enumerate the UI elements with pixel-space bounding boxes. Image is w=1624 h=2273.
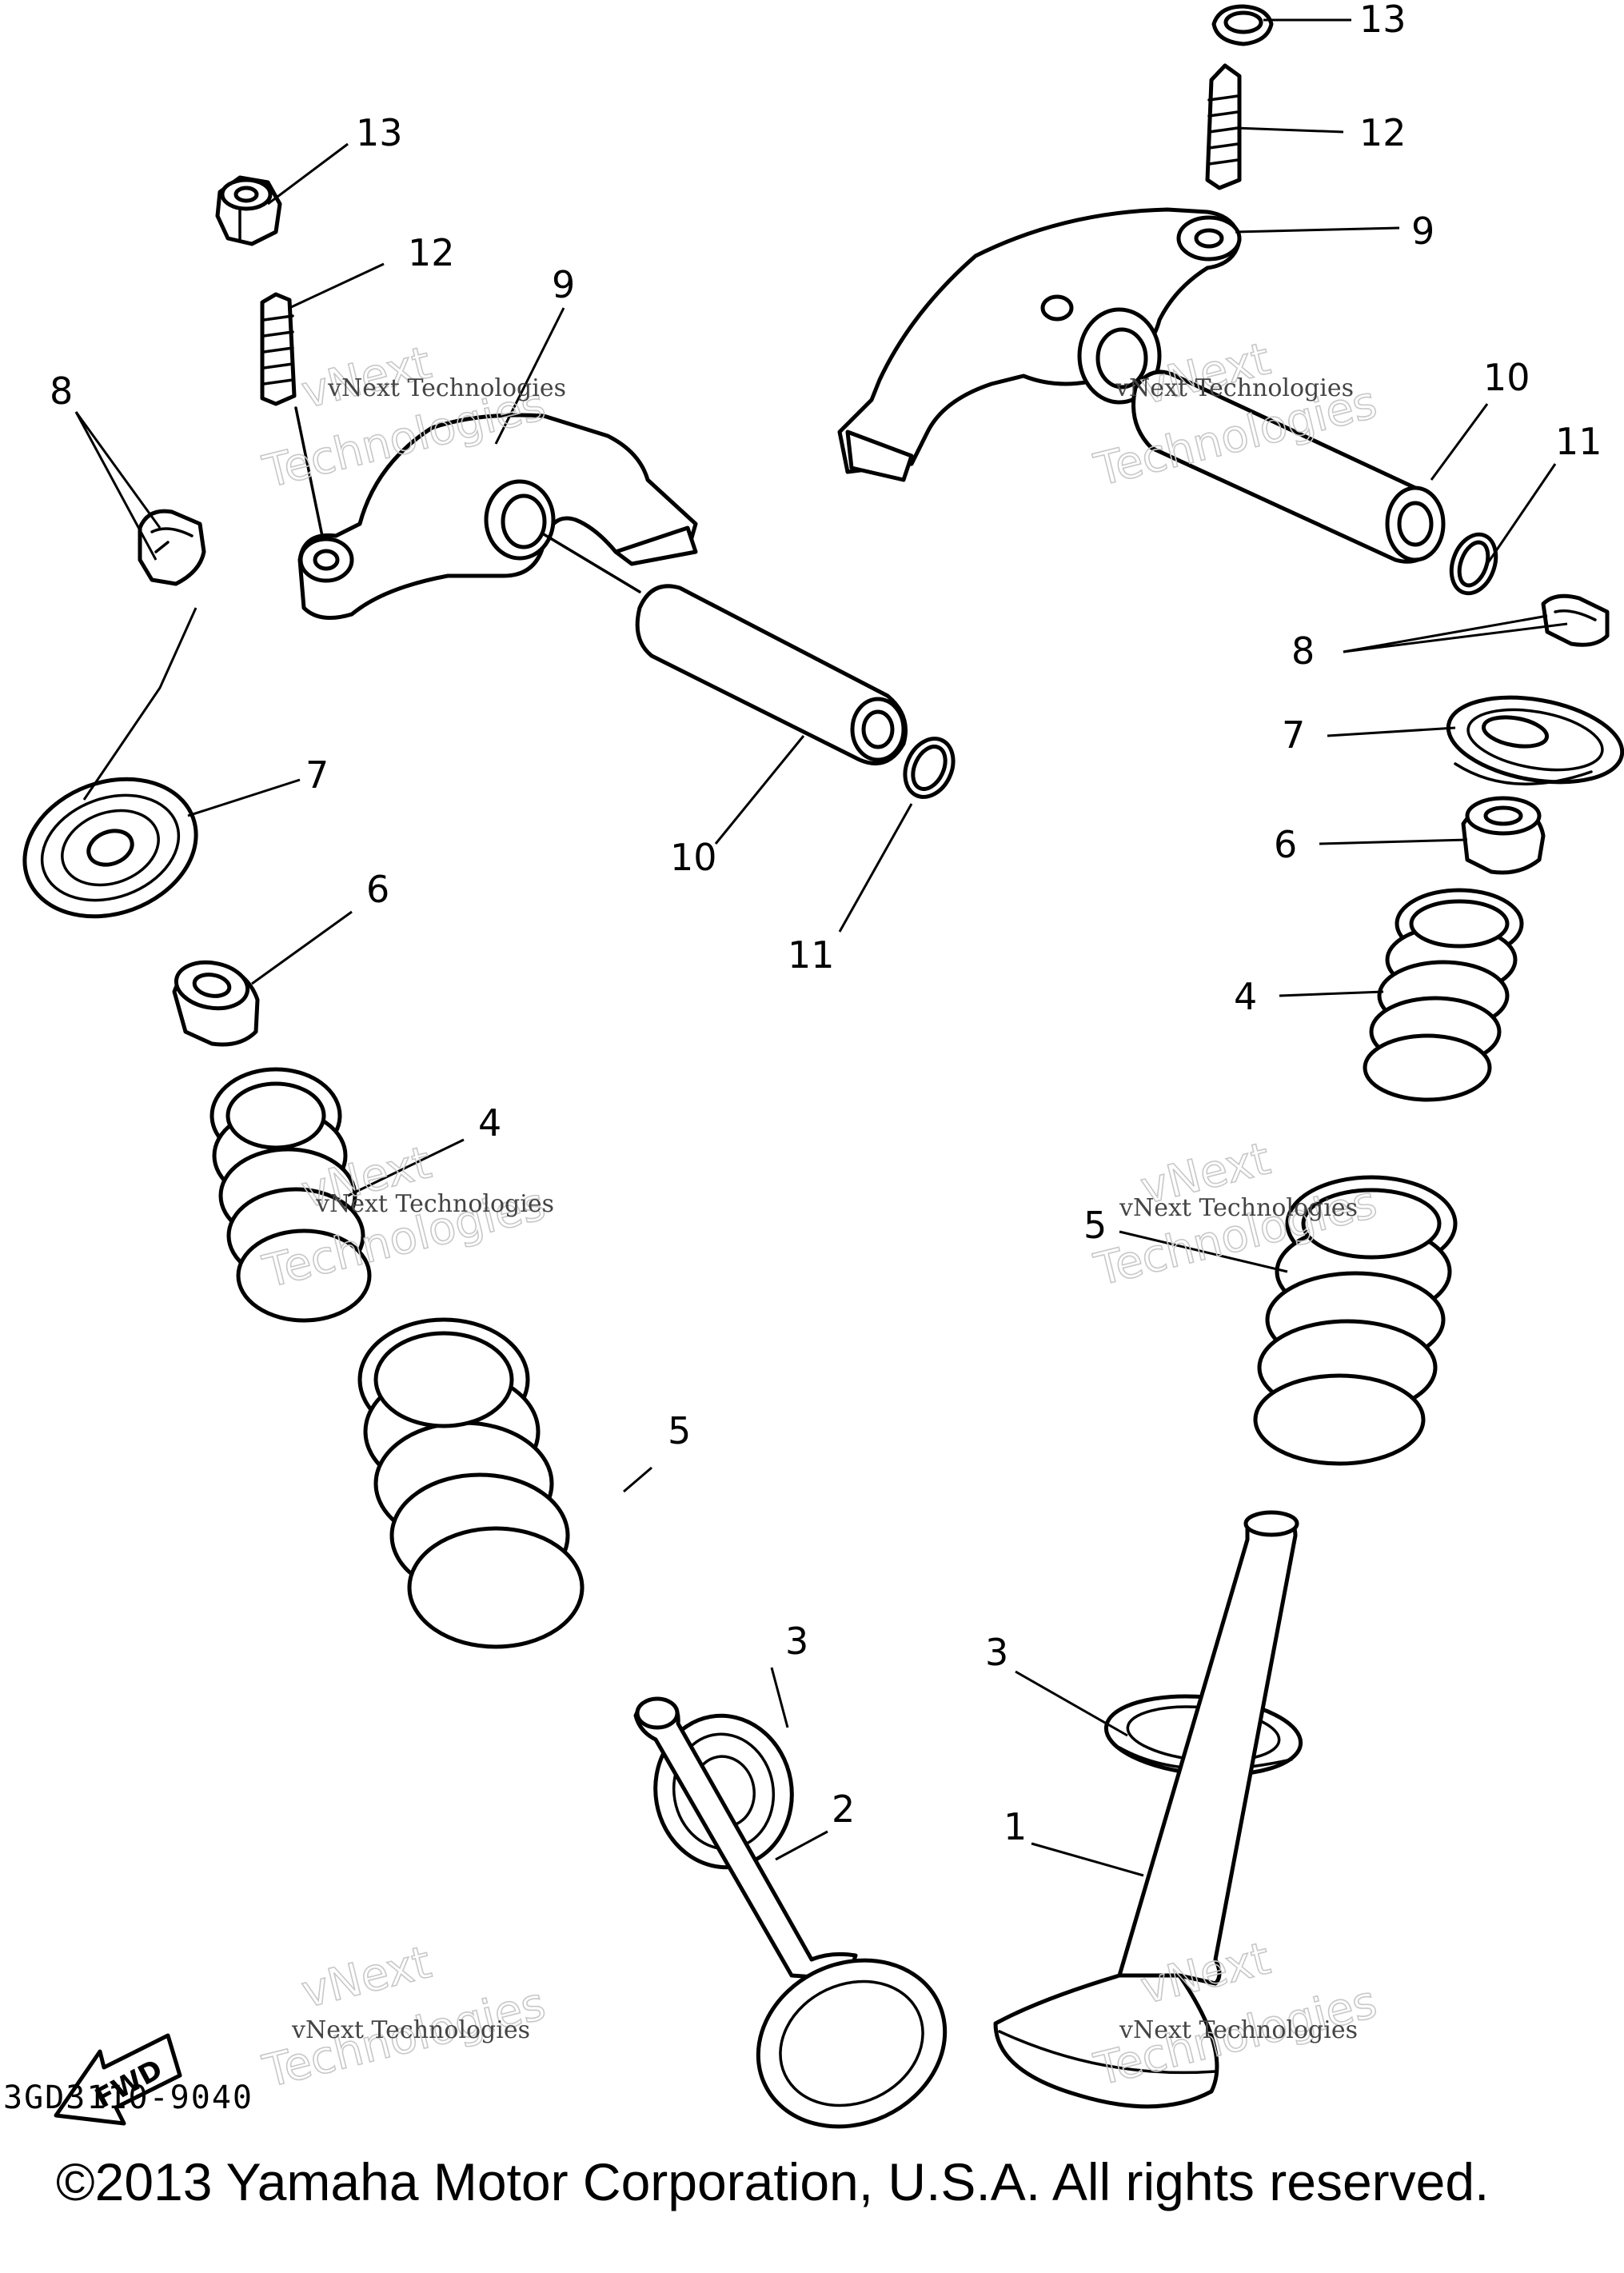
watermark-small-1: vNext Technologies	[327, 374, 566, 402]
callout-13-left: 13	[356, 111, 403, 154]
intake-valve	[633, 1696, 948, 2129]
nut-right	[1211, 4, 1274, 46]
watermark-small-6: vNext Technologies	[1119, 2016, 1358, 2044]
callout-7-left: 7	[305, 753, 329, 797]
rocker-arm-left	[297, 413, 698, 620]
callout-6-right: 6	[1274, 823, 1297, 866]
watermark-small-5: vNext Technologies	[291, 2016, 530, 2044]
callout-4-right: 4	[1234, 975, 1257, 1018]
watermark-small-2: vNext Technologies	[1115, 374, 1354, 402]
spring-retainer-right	[1446, 695, 1624, 786]
watermark-small-3: vNext Technologies	[315, 1190, 554, 1218]
callout-9-right: 9	[1411, 210, 1434, 253]
exhaust-valve	[993, 1510, 1299, 2109]
callout-8-right: 8	[1291, 629, 1315, 673]
watermark-small-4: vNext Technologies	[1119, 1194, 1358, 1222]
valve-cotter-right	[1541, 593, 1610, 647]
callout-10-left: 10	[670, 836, 717, 879]
spring-retainer-left	[22, 777, 198, 919]
callout-4-left: 4	[478, 1101, 501, 1144]
inner-spring-right	[1363, 888, 1524, 1102]
outer-spring-left	[357, 1317, 585, 1649]
callout-5-left: 5	[668, 1409, 691, 1452]
adjust-screw-left	[260, 292, 325, 545]
copyright-notice: ©2013 Yamaha Motor Corporation, U.S.A. A…	[56, 2152, 1490, 2211]
watermark-big-5a: vNext	[297, 1936, 436, 2019]
inner-spring-left	[209, 1067, 372, 1323]
o-ring-right	[1449, 532, 1498, 596]
callout-9-left: 9	[552, 263, 575, 306]
adjust-screw-right	[1205, 63, 1242, 190]
callout-3-right: 3	[985, 1631, 1008, 1674]
callout-labels: 13 12 9 8 7 10 11 6 4 5 3 2 13 12 9 10 1…	[50, 0, 1602, 1848]
callout-2: 2	[832, 1788, 855, 1831]
callout-13-right: 13	[1359, 0, 1407, 41]
valve-stem-seal-left	[172, 960, 260, 1047]
callout-3-left: 3	[785, 1620, 808, 1663]
callout-10-right: 10	[1483, 356, 1530, 399]
nut-left	[215, 175, 282, 246]
callout-7-right: 7	[1282, 713, 1305, 757]
callout-12-left: 12	[408, 231, 455, 274]
valve-cotter-left	[138, 509, 206, 586]
part-diagram-code: 3GD3110-9040	[3, 2079, 253, 2116]
valve-stem-seal-right	[1461, 796, 1546, 875]
callout-11-left: 11	[788, 933, 835, 977]
callout-5-right: 5	[1083, 1204, 1107, 1247]
rocker-shaft-right	[1131, 370, 1446, 564]
callout-8-left: 8	[50, 370, 73, 413]
leader-lines	[74, 18, 1568, 1877]
callout-11-right: 11	[1555, 420, 1602, 463]
o-ring-left	[903, 737, 956, 799]
callout-12-right: 12	[1359, 111, 1407, 154]
outer-spring-right	[1253, 1175, 1458, 1466]
rocker-arm-right	[837, 207, 1242, 482]
rocker-shaft-left	[542, 533, 908, 765]
callout-6-left: 6	[366, 868, 389, 911]
callout-1: 1	[1004, 1805, 1027, 1848]
